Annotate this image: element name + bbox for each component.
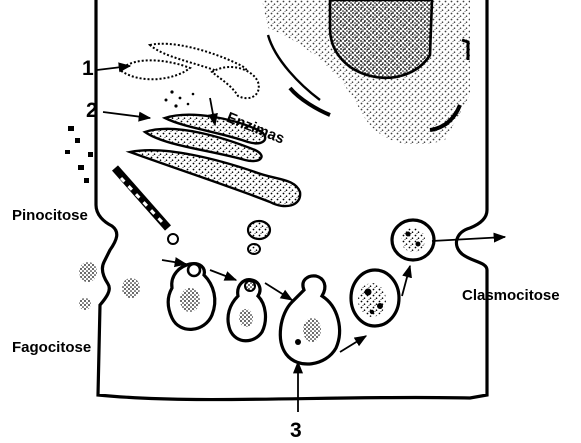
- rough-er: [120, 44, 259, 98]
- arrow-2: [103, 112, 150, 118]
- label-3: 3: [290, 420, 302, 441]
- secretory-vesicles: [168, 221, 270, 254]
- label-1: 1: [82, 58, 94, 79]
- label-fagocitose: Fagocitose: [12, 340, 91, 355]
- arrow-phago-c: [265, 283, 292, 300]
- phagosomes: [168, 220, 434, 364]
- transport-vesicles: [165, 90, 195, 107]
- label-clasmocitose: Clasmocitose: [462, 288, 560, 303]
- arrow-phago-b: [210, 270, 236, 280]
- arrow-phago-e: [402, 266, 410, 296]
- arrow-phago-d: [340, 336, 366, 352]
- label-pinocitose: Pinocitose: [12, 208, 88, 223]
- nucleus: [262, 0, 470, 145]
- arrow-clasmo: [432, 237, 505, 241]
- arrow-phago-a: [162, 260, 186, 264]
- label-2: 2: [86, 100, 98, 121]
